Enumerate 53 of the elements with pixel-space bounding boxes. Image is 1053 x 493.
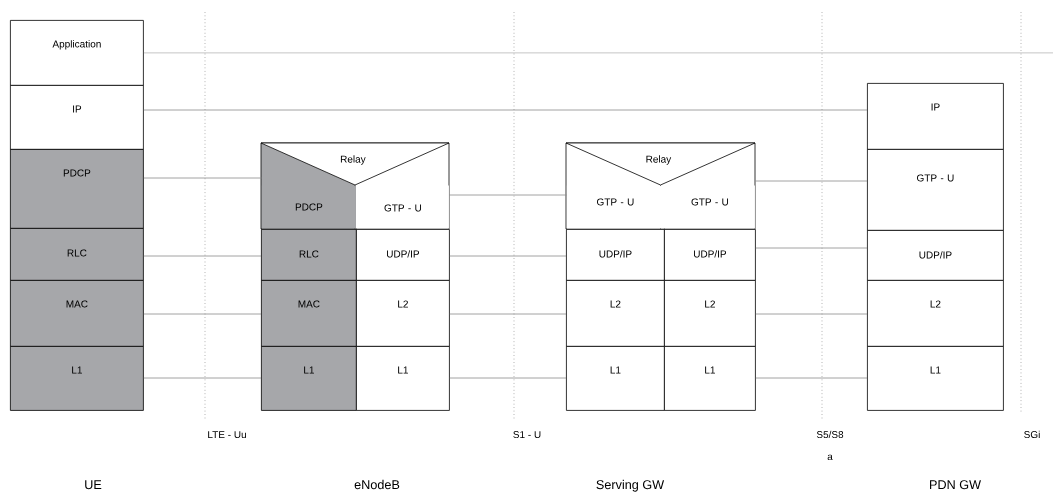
protocol-layer-box: L1	[664, 346, 756, 411]
connection-line	[755, 313, 868, 315]
node-label: GTP - U	[597, 198, 634, 206]
interface-label: S1 - U	[513, 431, 541, 439]
connection-line	[755, 377, 868, 379]
protocol-layer-box: UDP/IP	[356, 229, 450, 281]
protocol-layer-box: L2	[566, 280, 665, 347]
interface-label: S5/S8	[816, 430, 844, 439]
connection-line	[449, 377, 567, 379]
interface-label: LTE - Uu	[208, 431, 246, 439]
protocol-layer-box: IP	[10, 85, 144, 150]
protocol-layer-box: MAC	[261, 280, 357, 347]
node-name: PDN GW	[930, 480, 981, 490]
connection-line	[143, 313, 262, 315]
protocol-layer-box: GTP - U	[664, 185, 755, 229]
connection-line	[449, 313, 567, 315]
protocol-layer-box: L1	[10, 346, 144, 411]
connection-line	[143, 255, 262, 257]
protocol-layer-box: L1	[867, 346, 1004, 411]
connection-line	[448, 194, 567, 196]
node-name: eNodeB	[354, 479, 400, 490]
protocol-layer-box: GTP - U	[867, 149, 1004, 231]
protocol-layer-box: L2	[356, 280, 450, 347]
node-name: UE	[85, 480, 102, 490]
node-label: GTP - U	[384, 204, 422, 212]
protocol-layer-box: L1	[261, 346, 357, 411]
protocol-layer-box: GTP - U	[356, 185, 449, 229]
connection-line	[143, 377, 262, 379]
node-label: PDCP	[295, 203, 323, 211]
interface-label: a	[827, 454, 833, 461]
protocol-layer-box: L2	[664, 280, 756, 347]
protocol-layer-box: PDCP	[261, 185, 356, 229]
protocol-layer-box: UDP/IP	[664, 229, 756, 281]
node-label: GTP - U	[691, 198, 729, 206]
interface-label: SGi	[1024, 430, 1040, 439]
connection-line	[143, 109, 868, 111]
protocol-layer-box: MAC	[10, 280, 144, 347]
protocol-layer-box: RLC	[261, 229, 357, 281]
protocol-layer-box: L1	[356, 346, 450, 411]
protocol-layer-box: UDP/IP	[867, 230, 1004, 281]
protocol-layer-box: L1	[566, 346, 665, 411]
protocol-layer-box: RLC	[10, 228, 144, 281]
protocol-layer-box: PDCP	[10, 149, 144, 229]
connection-line	[755, 247, 868, 249]
connection-line	[143, 177, 262, 179]
connection-line	[754, 180, 868, 182]
protocol-layer-box: GTP - U	[566, 185, 664, 229]
protocol-layer-box: UDP/IP	[566, 229, 665, 281]
protocol-layer-box: IP	[867, 83, 1004, 150]
node-name: Serving GW	[596, 479, 665, 492]
protocol-layer-box: L2	[867, 280, 1004, 347]
connection-line	[449, 255, 567, 257]
protocol-layer-box: Application	[10, 20, 144, 86]
